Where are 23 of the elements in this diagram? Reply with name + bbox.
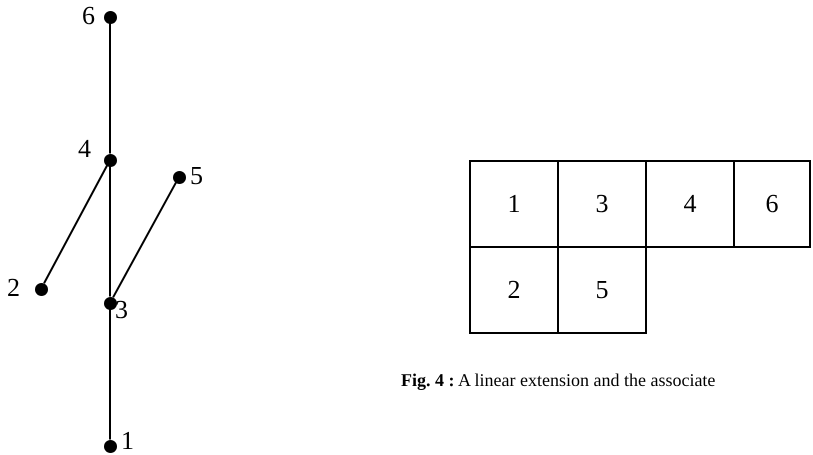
point-dot (172, 170, 186, 184)
table-cell: 6 (733, 160, 811, 248)
line (109, 166, 111, 296)
point-dot (104, 154, 116, 166)
point-dot (34, 282, 48, 296)
point-label: 3 (115, 297, 128, 323)
point-label: 6 (82, 3, 95, 29)
table-cell: 4 (645, 160, 735, 248)
point-label: 5 (190, 163, 203, 189)
point-label: 2 (7, 275, 20, 301)
point-label: 4 (78, 136, 91, 162)
point-dot (104, 440, 116, 452)
line (109, 310, 111, 440)
table-cell: 5 (557, 246, 647, 334)
figure-caption: Fig. 4 : A linear extension and the associate (401, 370, 716, 391)
point-dot (104, 10, 116, 24)
line (109, 24, 111, 154)
point-label: 1 (121, 428, 134, 454)
table-cell: 1 (469, 160, 559, 248)
line (43, 165, 108, 284)
table-cell: 2 (469, 246, 559, 334)
point-dot (104, 296, 116, 310)
line (112, 182, 177, 298)
